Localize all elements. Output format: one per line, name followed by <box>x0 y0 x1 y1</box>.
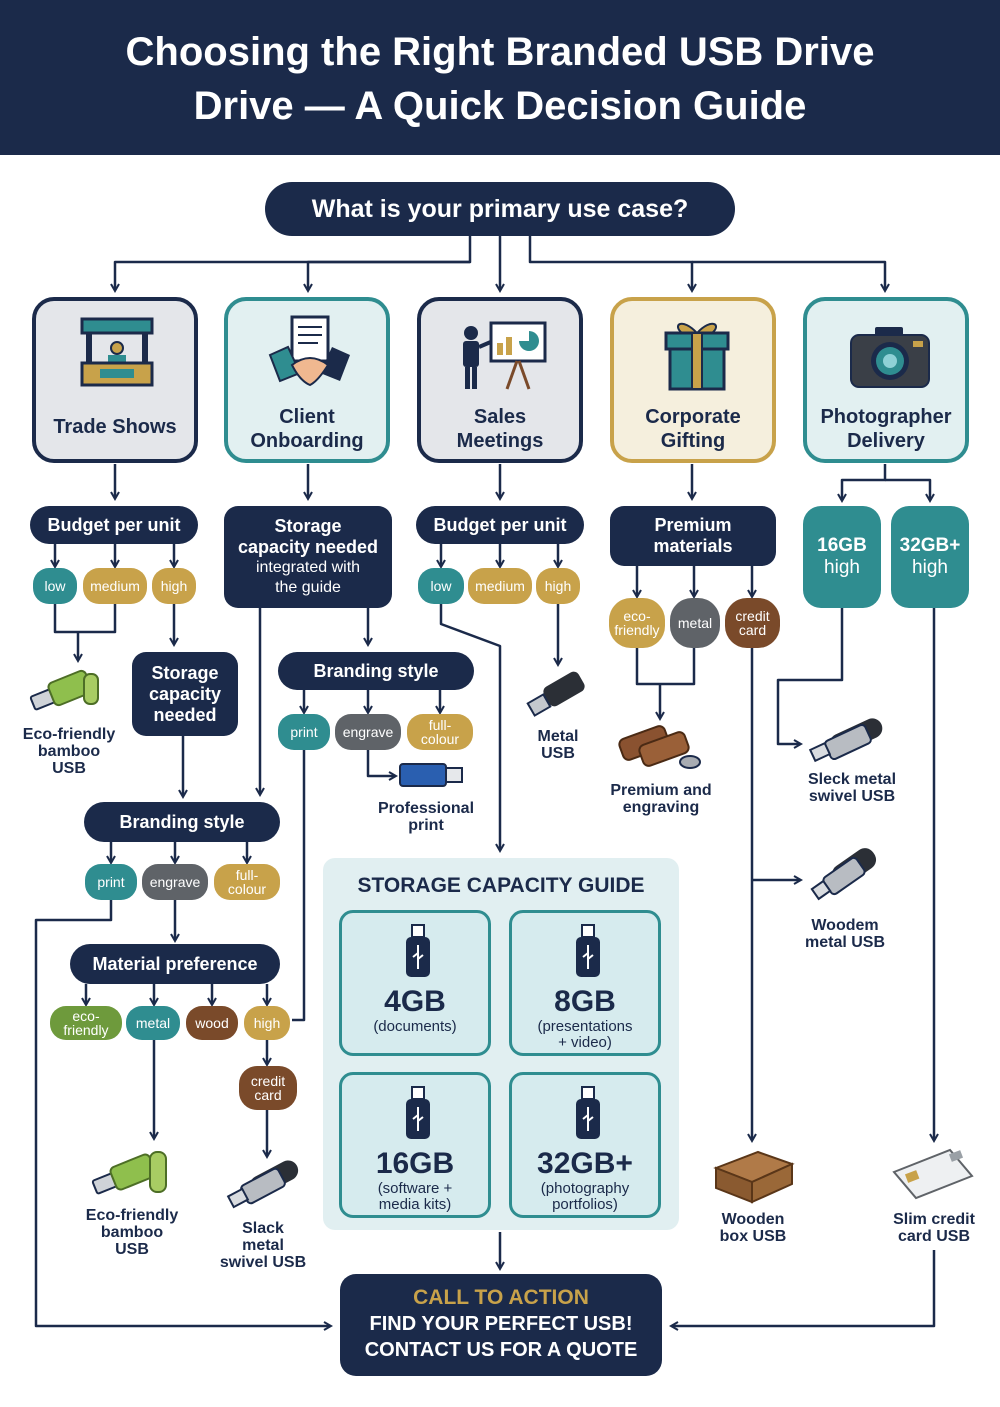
col1-option-low[interactable]: low <box>33 568 77 604</box>
branch-option-eco-friendly[interactable]: eco- friendly <box>50 1006 122 1040</box>
branch-option-wood[interactable]: wood <box>186 1006 238 1040</box>
col3-option-low[interactable]: low <box>418 568 464 604</box>
wood-metal-usb-icon <box>810 848 877 901</box>
col1-option-high[interactable]: high <box>152 568 196 604</box>
title-line-1: Choosing the Right Branded USB Drive <box>125 30 875 74</box>
card-label: Sales Meetings <box>456 406 544 452</box>
card-corporate-gifting[interactable]: Corporate Gifting <box>610 297 776 463</box>
usb-icon <box>576 924 600 977</box>
branch-option-metal[interactable]: metal <box>126 1006 180 1040</box>
branch-option-high[interactable]: high <box>244 1006 290 1040</box>
branch-branding-question: Branding style <box>84 802 280 842</box>
slack-swivel-usb-icon <box>226 1160 299 1209</box>
col4-product-wooden-box: Wooden box USB <box>719 1211 787 1245</box>
print-usb-icon <box>399 763 463 787</box>
metal-usb-icon <box>526 671 585 717</box>
usb-icon <box>406 924 430 977</box>
card-sales-meetings[interactable]: Sales Meetings <box>417 297 583 463</box>
col1-budget-question: Budget per unit <box>30 506 198 544</box>
col5-32gb-level: high <box>912 557 948 578</box>
col4-materials-question: Premium materials <box>610 506 776 566</box>
card-client-onboarding[interactable]: Client Onboarding <box>224 297 390 463</box>
card-photographer-delivery[interactable]: Photographer Delivery <box>803 297 969 463</box>
guide-desc: (software + media kits) <box>377 1180 453 1213</box>
col4-option-metal[interactable]: metal <box>670 598 720 648</box>
col5-product-credit-card: Slim credit card USB <box>893 1211 975 1245</box>
cta-title: CALL TO ACTION <box>413 1286 589 1309</box>
guide-size: 4GB <box>384 985 446 1018</box>
col5-product-wood-metal: Woodem metal USB <box>804 917 886 951</box>
col4-option-eco-friendly[interactable]: eco- friendly <box>609 598 665 648</box>
card-label: Photographer Delivery <box>820 406 952 452</box>
guide-title: STORAGE CAPACITY GUIDE <box>357 874 645 897</box>
col5-option-32gb[interactable]: 32GB+high <box>891 506 969 608</box>
usb-icon <box>406 1086 430 1139</box>
col2-option-engrave[interactable]: engrave <box>335 714 401 750</box>
col2-storage-subtitle: integrated with the guide <box>255 559 361 596</box>
call-to-action[interactable]: CALL TO ACTION FIND YOUR PERFECT USB! CO… <box>340 1274 662 1376</box>
col4-product-premium-engraving: Premium and engraving <box>610 782 712 816</box>
branch-product-slack-swivel: Slack metal swivel USB <box>219 1220 307 1271</box>
guide-item-8gb: 8GB (presentations + video) <box>509 910 661 1056</box>
guide-size: 32GB+ <box>537 1147 633 1180</box>
bamboo-usb-icon <box>29 669 99 711</box>
cta-line-2: CONTACT US FOR A QUOTE <box>364 1339 638 1361</box>
primary-question: What is your primary use case? <box>265 182 735 236</box>
guide-item-32gb: 32GB+ (photography portfolios) <box>509 1072 661 1218</box>
guide-size: 8GB <box>554 985 616 1018</box>
col5-16gb-level: high <box>824 557 860 578</box>
swivel-usb-icon <box>808 718 883 763</box>
branch-material-question: Material preference <box>70 944 280 984</box>
gift-icon <box>664 322 730 391</box>
col5-16gb-size: 16GB <box>817 535 867 556</box>
branch-option-engrave[interactable]: engrave <box>142 864 208 900</box>
col2-option-print[interactable]: print <box>278 714 330 750</box>
col2-option-full-colour[interactable]: full- colour <box>407 714 473 750</box>
guide-size: 16GB <box>375 1147 455 1180</box>
card-label: Client Onboarding <box>250 406 364 452</box>
col5-product-swivel: Sleck metal swivel USB <box>807 771 897 805</box>
col3-option-medium[interactable]: medium <box>468 568 532 604</box>
guide-item-4gb: 4GB (documents) <box>339 910 491 1056</box>
camera-icon <box>850 327 930 388</box>
wooden-box-usb-icon <box>713 1150 795 1204</box>
booth-icon <box>80 317 154 387</box>
guide-desc: (photography portfolios) <box>540 1180 630 1213</box>
branch-option-print[interactable]: print <box>85 864 137 900</box>
col1-storage-question: Storage capacity needed <box>132 652 238 736</box>
card-trade-shows[interactable]: Trade Shows <box>32 297 198 463</box>
title-line-2: Drive — A Quick Decision Guide <box>193 84 807 128</box>
branch-option-credit-card[interactable]: credit card <box>239 1066 297 1110</box>
col3-budget-question: Budget per unit <box>416 506 584 544</box>
col2-storage-title: Storage capacity needed <box>237 516 379 557</box>
col2-product-professional-print: Professional print <box>377 800 475 834</box>
branch-product-bamboo: Eco-friendly bamboo USB <box>85 1207 179 1258</box>
handshake-icon <box>268 315 350 387</box>
branch-option-full-colour[interactable]: full- colour <box>214 864 280 900</box>
col3-product-metal: Metal USB <box>537 728 579 762</box>
col1-product-bamboo: Eco-friendly bamboo USB <box>22 726 116 777</box>
guide-desc: (presentations + video) <box>537 1018 633 1051</box>
credit-card-usb-icon <box>892 1148 974 1200</box>
title-banner: Choosing the Right Branded USB Drive Dri… <box>0 0 1000 155</box>
presentation-icon <box>463 321 547 390</box>
bamboo-usb-icon-2 <box>91 1151 167 1195</box>
guide-desc: (documents) <box>373 1018 457 1035</box>
card-label: Corporate Gifting <box>645 406 741 452</box>
storage-capacity-guide: STORAGE CAPACITY GUIDE 4GB (documents) 8… <box>323 858 679 1230</box>
col2-branding-question: Branding style <box>278 652 474 690</box>
guide-item-16gb: 16GB (software + media kits) <box>339 1072 491 1218</box>
usb-icon <box>576 1086 600 1139</box>
card-label: Trade Shows <box>53 416 177 438</box>
col3-option-high[interactable]: high <box>536 568 580 604</box>
col5-32gb-size: 32GB+ <box>899 535 961 556</box>
col4-option-credit-card[interactable]: credit card <box>725 598 780 648</box>
wood-engraving-icon <box>618 725 701 769</box>
col1-option-medium[interactable]: medium <box>83 568 147 604</box>
cta-line-1: FIND YOUR PERFECT USB! <box>369 1313 633 1335</box>
col2-storage-question: Storage capacity needed integrated with … <box>224 506 392 608</box>
